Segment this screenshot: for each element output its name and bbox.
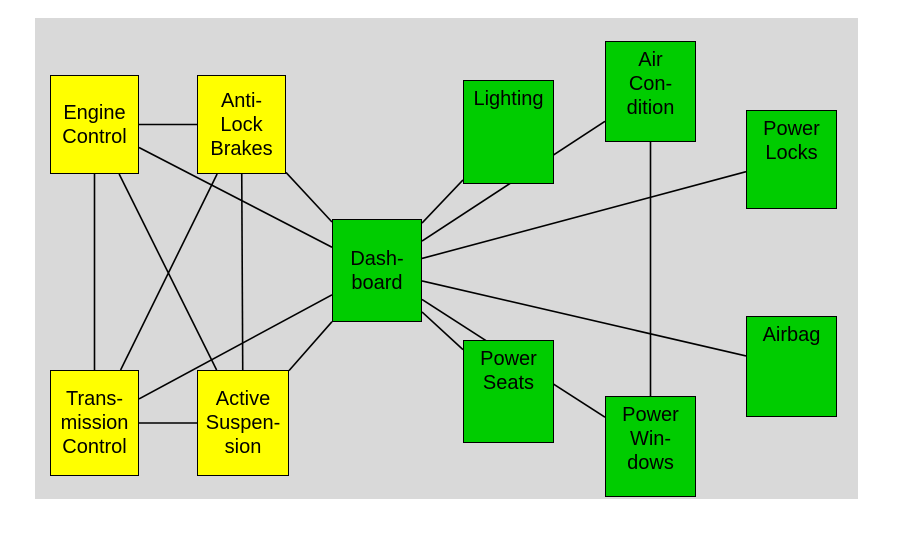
node-transmission-control: Trans- mission Control (50, 370, 139, 476)
node-engine-control: Engine Control (50, 75, 139, 174)
connector-active-suspension-to-dashboard (288, 321, 333, 372)
connector-anti-lock-brakes-to-dashboard (285, 171, 333, 223)
diagram-canvas (35, 18, 858, 499)
connector-dashboard-to-lighting (421, 179, 464, 224)
connector-dashboard-to-airbag (421, 280, 747, 357)
node-airbag: Airbag (746, 316, 837, 417)
connector-engine-control-to-dashboard (138, 146, 333, 248)
node-active-suspension: Active Suspen- sion (197, 370, 289, 476)
connector-transmission-control-to-dashboard (138, 294, 333, 400)
node-anti-lock-brakes: Anti- Lock Brakes (197, 75, 286, 174)
node-power-windows: Power Win- dows (605, 396, 696, 497)
connector-dashboard-to-power-seats (421, 311, 464, 351)
node-air-condition: Air Con- dition (605, 41, 696, 142)
node-dashboard: Dash- board (332, 219, 422, 322)
node-power-locks: Power Locks (746, 110, 837, 209)
node-power-seats: Power Seats (463, 340, 554, 443)
connector-dashboard-to-power-locks (421, 170, 747, 260)
node-lighting: Lighting (463, 80, 554, 184)
connector-anti-lock-brakes-to-active-suspension (240, 173, 244, 371)
connector-engine-control-to-active-suspension (118, 173, 218, 371)
connector-anti-lock-brakes-to-transmission-control (119, 173, 218, 371)
